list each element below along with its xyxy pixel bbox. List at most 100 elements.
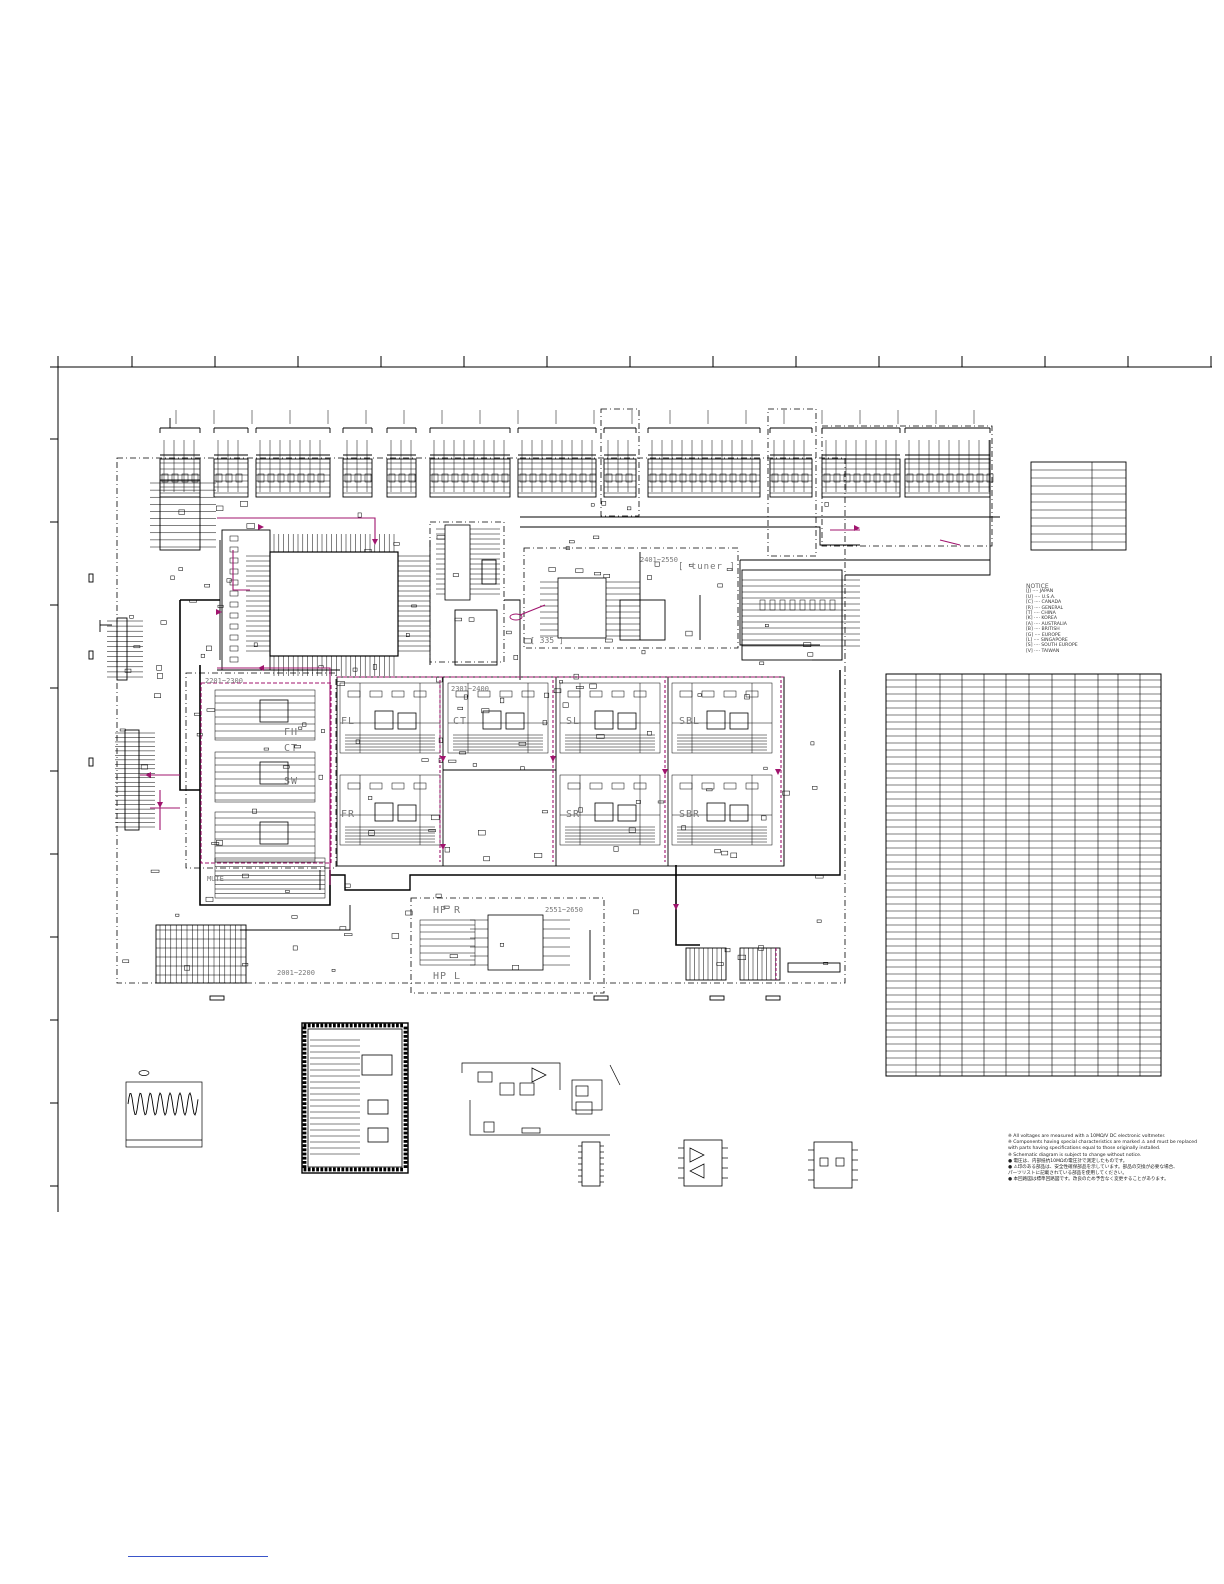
left-connector xyxy=(116,617,128,681)
passive-component xyxy=(625,473,633,483)
passive-component xyxy=(689,473,697,483)
passive-component xyxy=(501,473,509,483)
passive-component xyxy=(364,473,372,483)
passive-component xyxy=(765,624,769,628)
amp-block-sr xyxy=(559,774,661,846)
connector-tab xyxy=(709,995,725,1001)
passive-component xyxy=(481,473,489,483)
ic-pad xyxy=(370,1167,374,1172)
ic-pad xyxy=(302,1135,307,1139)
passive-component xyxy=(697,693,702,697)
ic-pad xyxy=(353,1167,357,1172)
note-line: ● 本回路図は標準回路図です。改良のため予告なく変更することがあります。 xyxy=(1008,1177,1169,1183)
passive-component xyxy=(596,734,605,739)
passive-component xyxy=(520,766,525,770)
passive-component xyxy=(615,473,623,483)
ic-pad xyxy=(403,1026,408,1030)
passive-component xyxy=(298,726,303,730)
jack-block xyxy=(386,458,417,498)
mute-label: MUTE xyxy=(207,875,224,883)
bus-line xyxy=(179,600,200,791)
passive-component xyxy=(681,825,686,831)
passive-component xyxy=(206,645,212,651)
connector-group-boundary xyxy=(821,425,993,547)
note-line: ※ All voltages are measured with a 10MΩ/… xyxy=(1008,1134,1166,1139)
channel-ct-label: CT xyxy=(453,716,468,727)
connector-group-boundary xyxy=(767,408,817,557)
output-transistor xyxy=(397,712,417,730)
ic-pad xyxy=(302,1043,307,1047)
ic-pad xyxy=(403,1161,408,1164)
range-2551-label: 2551~2650 xyxy=(545,906,583,914)
ic-pad xyxy=(403,1135,408,1139)
output-transistor xyxy=(729,804,749,822)
footer-link-underline[interactable] xyxy=(128,1556,268,1557)
passive-component xyxy=(443,905,450,909)
block-wire xyxy=(469,1100,610,1136)
microcontroller-outline xyxy=(301,1022,409,1174)
passive-component xyxy=(170,575,175,580)
ic-pad xyxy=(366,1167,370,1172)
passive-component xyxy=(347,690,361,698)
ic-pad xyxy=(302,1026,307,1030)
passive-component xyxy=(317,473,325,483)
passive-component xyxy=(843,473,851,483)
notice-line: [A] ···· AUSTRALIA xyxy=(1026,621,1067,627)
channel-sbl-label: SBL xyxy=(679,716,701,727)
waveform-marker xyxy=(138,1070,150,1076)
ic-pad xyxy=(302,1144,307,1147)
ic-pad xyxy=(403,1047,408,1051)
preamp-block xyxy=(214,811,316,863)
passive-component xyxy=(513,655,518,660)
range-2001-label: 2001~2200 xyxy=(277,969,315,977)
bus-line xyxy=(240,905,351,931)
bus-line xyxy=(520,526,860,546)
passive-component xyxy=(627,506,632,511)
ic-pad xyxy=(391,1167,395,1172)
ic-pad xyxy=(302,1030,307,1034)
jack-block xyxy=(213,458,249,498)
channel-ct2-label: CT xyxy=(284,743,299,754)
ic-pad xyxy=(370,1023,374,1028)
dsp-chip xyxy=(269,551,399,657)
passive-component xyxy=(758,945,764,951)
passive-component xyxy=(449,954,458,959)
jack-block xyxy=(517,458,597,498)
passive-component xyxy=(252,808,257,814)
passive-component xyxy=(659,473,667,483)
ic-pad xyxy=(403,1030,408,1034)
passive-component xyxy=(559,473,567,483)
passive-component xyxy=(553,688,562,694)
ic-pad xyxy=(345,1023,349,1028)
passive-component xyxy=(641,650,646,655)
passive-component xyxy=(635,800,641,804)
passive-component xyxy=(225,473,233,483)
passive-component xyxy=(936,473,944,483)
signal-arrow-down xyxy=(372,539,378,545)
passive-component xyxy=(500,697,505,704)
hp-r-label: HP R xyxy=(433,905,462,916)
passive-component xyxy=(471,473,479,483)
passive-component xyxy=(823,473,831,483)
amp-board xyxy=(336,676,785,867)
passive-component xyxy=(589,782,603,790)
passive-component xyxy=(229,612,239,619)
passive-component xyxy=(590,503,595,507)
passive-component xyxy=(946,473,954,483)
ic-pad xyxy=(302,1093,307,1097)
passive-component xyxy=(354,473,362,483)
passive-component xyxy=(519,473,527,483)
bus-line xyxy=(675,865,700,946)
passive-component xyxy=(344,883,351,888)
passive-component xyxy=(200,653,205,658)
passive-component xyxy=(779,599,786,611)
passive-component xyxy=(986,473,994,483)
ic-pad xyxy=(403,1148,408,1152)
ic-pad xyxy=(366,1023,370,1028)
passive-component xyxy=(216,505,224,511)
bottom-connector xyxy=(155,924,247,984)
ic-pad xyxy=(302,1051,307,1055)
passive-component xyxy=(292,945,298,951)
ic-pad xyxy=(302,1161,307,1164)
